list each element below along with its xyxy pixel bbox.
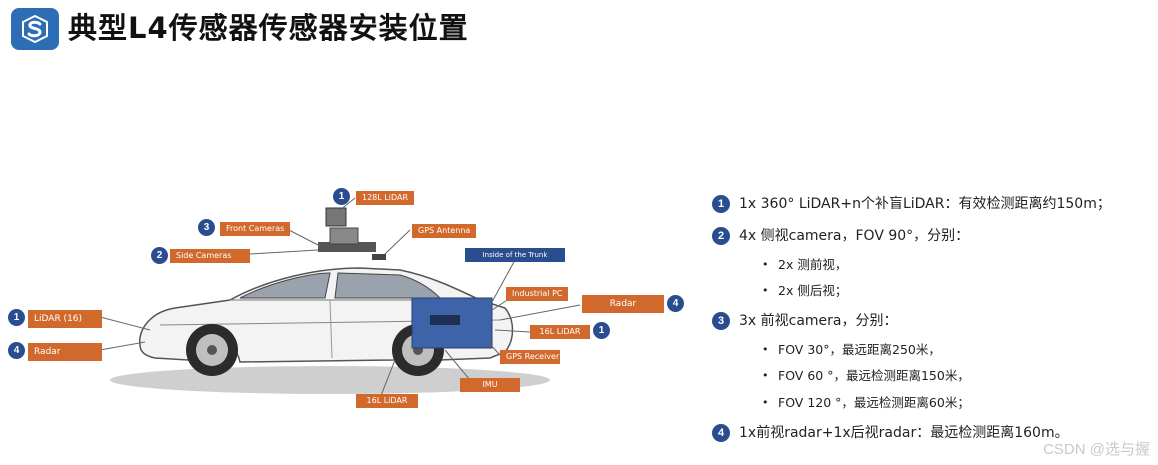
label-128l-lidar: 128L LiDAR bbox=[356, 191, 414, 205]
sub-item: 2x 测前视， bbox=[762, 255, 847, 275]
number-badge: 2 bbox=[712, 227, 730, 245]
watermark: CSDN @选与握 bbox=[1043, 441, 1150, 458]
label-imu: IMU bbox=[460, 378, 520, 392]
label-gps-antenna: GPS Antenna bbox=[412, 224, 477, 238]
marker-4-radar-rear: 4 bbox=[667, 295, 684, 312]
page-title: 典型L4传感器传感器安装位置 bbox=[68, 11, 469, 45]
marker-1-top: 1 bbox=[333, 188, 350, 205]
label-side-cameras: Side Cameras bbox=[170, 249, 250, 263]
label-radar-rear: Radar bbox=[582, 295, 664, 313]
marker-3-front-cam: 3 bbox=[198, 219, 215, 236]
s-logo-icon bbox=[11, 8, 59, 50]
label-gps-receiver: GPS Receiver bbox=[500, 350, 560, 364]
number-badge: 1 bbox=[712, 195, 730, 213]
list-item: 1 1x 360° LiDAR+n个补盲LiDAR：有效检测距离约150m； bbox=[712, 193, 1111, 215]
sub-item: FOV 30°，最远距离250米， bbox=[762, 340, 941, 360]
list-item-text: 3x 前视camera，分别： bbox=[739, 313, 898, 329]
marker-2-side-cam: 2 bbox=[151, 247, 168, 264]
sensor-diagram: 1 128L LiDAR 3 Front Cameras GPS Antenna… bbox=[0, 180, 700, 420]
label-lidar-16: LiDAR (16) bbox=[28, 310, 102, 328]
label-radar-front: Radar bbox=[28, 343, 102, 361]
marker-1-lidar-front: 1 bbox=[8, 309, 25, 326]
list-item: 2 4x 侧视camera，FOV 90°，分别： bbox=[712, 225, 969, 247]
label-industrial-pc: Industrial PC bbox=[506, 287, 569, 301]
label-inside-trunk: Inside of the Trunk bbox=[465, 248, 565, 262]
list-item: 3 3x 前视camera，分别： bbox=[712, 310, 898, 332]
label-front-cameras: Front Cameras bbox=[220, 222, 291, 236]
marker-4-radar-front: 4 bbox=[8, 342, 25, 359]
marker-1-lidar-rear: 1 bbox=[593, 322, 610, 339]
sub-item: FOV 120 °，最远检测距离60米； bbox=[762, 393, 970, 413]
car-illustration bbox=[99, 197, 581, 399]
list-item-text: 1x前视radar+1x后视radar：最远检测距离160m。 bbox=[739, 425, 1069, 441]
number-badge: 3 bbox=[712, 312, 730, 330]
sub-item: 2x 侧后视； bbox=[762, 281, 847, 301]
list-item-text: 4x 侧视camera，FOV 90°，分别： bbox=[739, 228, 970, 244]
list-item: 4 1x前视radar+1x后视radar：最远检测距离160m。 bbox=[712, 422, 1069, 444]
label-16l-lidar-bottom: 16L LiDAR bbox=[356, 394, 418, 408]
label-16l-lidar-rear: 16L LiDAR bbox=[530, 325, 590, 339]
sub-item: FOV 60 °，最远检测距离150米， bbox=[762, 366, 970, 386]
list-item-text: 1x 360° LiDAR+n个补盲LiDAR：有效检测距离约150m； bbox=[739, 196, 1111, 212]
number-badge: 4 bbox=[712, 424, 730, 442]
